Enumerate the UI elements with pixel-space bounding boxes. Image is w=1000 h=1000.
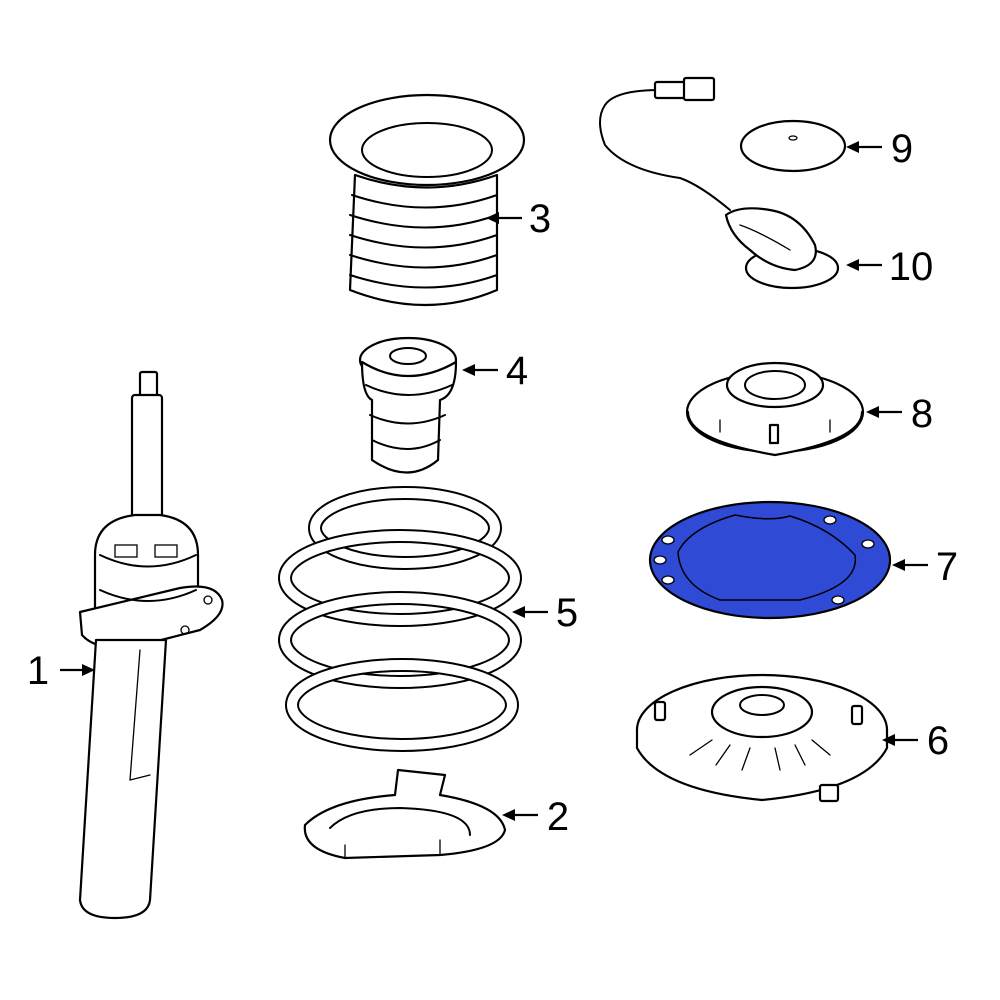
callout-label-7: 7 bbox=[936, 545, 958, 589]
callout-4: 4 bbox=[462, 349, 528, 393]
callout-10: 10 bbox=[846, 245, 933, 289]
part-7-gasket-highlighted[interactable] bbox=[648, 500, 892, 620]
callout-label-2: 2 bbox=[547, 795, 569, 839]
part-9-cap[interactable] bbox=[739, 119, 847, 173]
part-6-top-mount[interactable] bbox=[635, 673, 889, 803]
callout-label-9: 9 bbox=[891, 127, 913, 171]
part-10-sensor-cable[interactable] bbox=[599, 76, 840, 290]
callout-label-1: 1 bbox=[27, 649, 49, 693]
part-4-bump-stop[interactable] bbox=[358, 336, 458, 474]
callout-label-4: 4 bbox=[506, 349, 528, 393]
callout-8: 8 bbox=[866, 392, 933, 436]
part-5-coil-spring[interactable] bbox=[278, 486, 522, 752]
part-8-bearing[interactable] bbox=[685, 361, 865, 457]
callout-label-6: 6 bbox=[927, 719, 949, 763]
callout-1: 1 bbox=[27, 649, 95, 693]
part-3-dust-boot[interactable] bbox=[328, 93, 526, 307]
callout-label-10: 10 bbox=[889, 245, 934, 289]
callout-9: 9 bbox=[846, 127, 913, 171]
callout-7: 7 bbox=[892, 545, 958, 589]
part-2-spring-seat[interactable] bbox=[303, 768, 507, 860]
callout-2: 2 bbox=[502, 795, 569, 839]
callout-label-8: 8 bbox=[911, 392, 933, 436]
callout-3: 3 bbox=[486, 197, 551, 241]
callout-5: 5 bbox=[512, 591, 578, 635]
callout-label-5: 5 bbox=[556, 591, 578, 635]
part-1-strut-assembly[interactable] bbox=[78, 370, 224, 920]
callout-6: 6 bbox=[882, 719, 949, 763]
callout-label-3: 3 bbox=[529, 197, 551, 241]
